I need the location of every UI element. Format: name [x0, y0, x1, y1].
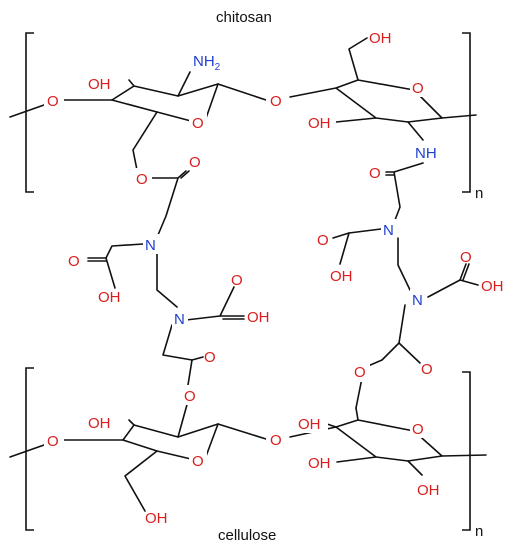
atom-oh-cellulose-ring2-middle: OH [308, 455, 331, 472]
atom-oh-right-acid: OH [330, 268, 353, 285]
atom-o-cellulose-chain-left: O [47, 433, 59, 450]
atom-o-left-ester: O [136, 171, 148, 188]
bottom-left-bracket [25, 367, 34, 531]
atom-o-right-acid-carbonyl: O [317, 232, 329, 249]
atom-o-left-lower-ester-carbonyl: O [204, 349, 216, 366]
atom-o-left-lower-acid-carbonyl: O [231, 272, 243, 289]
bond-lines [9, 37, 487, 512]
atom-oh-cellulose-ring2-lower: OH [417, 482, 440, 499]
atom-oh-chitosan-c3: OH [88, 76, 111, 93]
atom-o-chitosan-ring2: O [412, 80, 424, 97]
atom-labels: O OH O NH2 O OH O OH NH O O N O OH N O O… [44, 30, 504, 527]
atom-oh-left-acid: OH [98, 289, 121, 306]
atom-n-right-lower: N [412, 292, 423, 309]
atom-o-cellulose-ring2: O [412, 421, 424, 438]
atom-o-left-acid-carbonyl: O [68, 253, 80, 270]
top-polymer-label: chitosan [216, 9, 272, 26]
atom-n-left-lower: N [174, 311, 185, 328]
top-right-bracket [462, 32, 471, 193]
atom-oh-cellulose-ring2-upper: OH [298, 416, 321, 433]
atom-o-chitosan-chain-left: O [47, 93, 59, 110]
atom-o-left-lower-ester: O [184, 388, 196, 405]
atom-o-left-ester-carbonyl: O [189, 154, 201, 171]
atom-oh-right-lower-acid: OH [481, 278, 504, 295]
bottom-repeat-n: n [475, 523, 483, 540]
atom-n-right-upper: N [383, 222, 394, 239]
atom-o-chitosan-ring1: O [192, 115, 204, 132]
atom-n-left-upper: N [145, 237, 156, 254]
atom-oh-cellulose-c3: OH [88, 415, 111, 432]
atom-o-right-lower-ester: O [354, 364, 366, 381]
bottom-polymer-label: cellulose [218, 527, 276, 544]
atom-oh-cellulose-c6: OH [145, 510, 168, 527]
atom-nh2-chitosan: NH2 [193, 53, 221, 73]
top-left-bracket [25, 32, 34, 193]
atom-o-right-lower-acid-carbonyl: O [460, 249, 472, 266]
atom-nh-amide: NH [415, 145, 437, 162]
atom-oh-chitosan-ring2: OH [308, 115, 331, 132]
atom-o-right-lower-ester-carbonyl: O [421, 361, 433, 378]
top-repeat-n: n [475, 185, 483, 202]
atom-o-amide-carbonyl: O [369, 165, 381, 182]
bottom-right-bracket [462, 371, 471, 531]
atom-oh-chitosan-c6: OH [369, 30, 392, 47]
atom-o-cellulose-ring1: O [192, 453, 204, 470]
atom-oh-left-lower-acid: OH [247, 309, 270, 326]
atom-o-cellulose-glycosidic: O [270, 432, 282, 449]
atom-o-chitosan-glycosidic: O [270, 93, 282, 110]
